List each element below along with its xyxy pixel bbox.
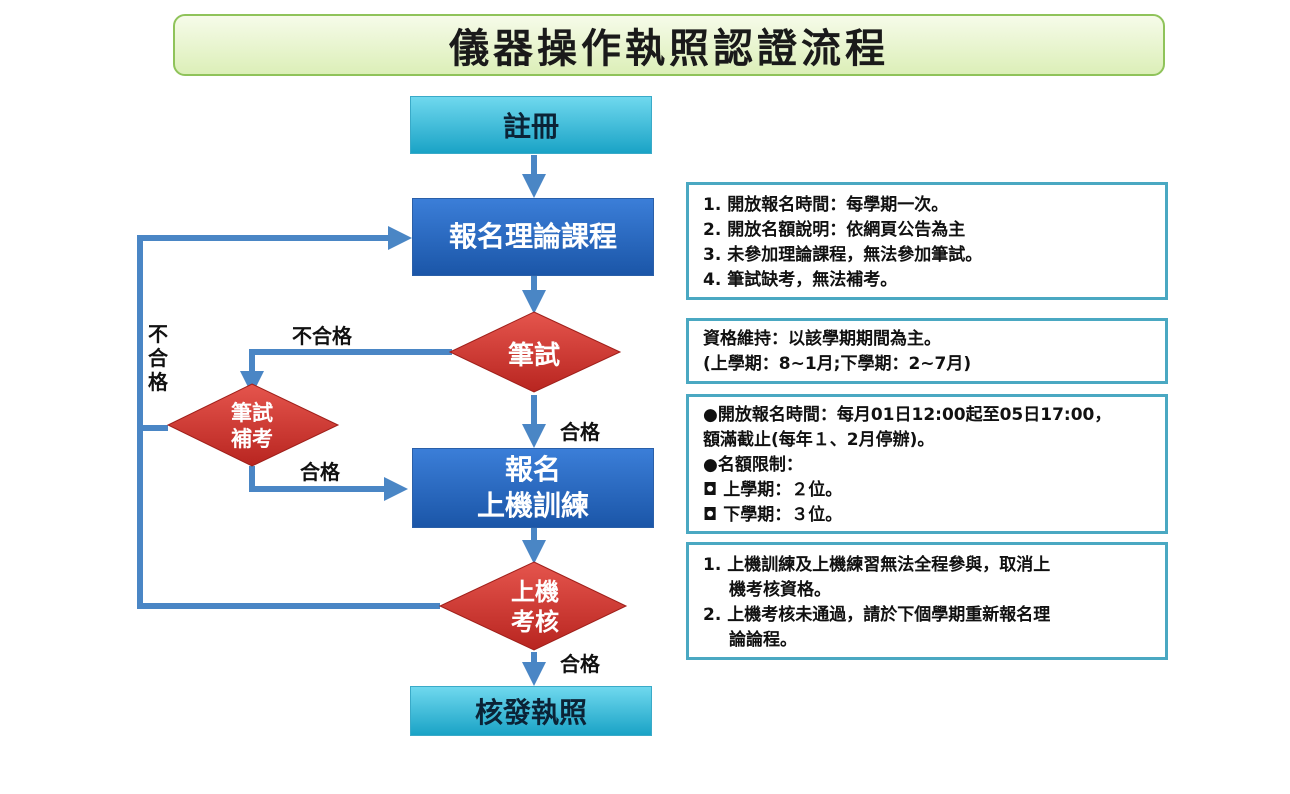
info-line: 1. 開放報名時間：每學期一次。 <box>703 195 949 215</box>
diamond-written-label: 筆試 <box>507 340 560 371</box>
edge-label-makeup-fail-char: 合 <box>148 346 168 370</box>
edge-label-written-fail: 不合格 <box>292 324 352 348</box>
diamond-makeup-label: 筆試 補考 <box>200 398 304 454</box>
diamond-practical-line1: 上機 <box>511 578 559 606</box>
info-line: 2. 上機考核未通過，請於下個學期重新報名理 <box>703 605 1051 625</box>
diamond-practical-line2: 考核 <box>511 608 559 636</box>
arrow-written-fail-to-makeup <box>240 349 452 395</box>
edge-label-makeup-pass: 合格 <box>300 460 340 484</box>
diamond-makeup-line1: 筆試 <box>231 401 273 425</box>
node-license: 核發執照 <box>410 686 652 736</box>
info-line: (上學期：8~1月;下學期：2~7月) <box>703 354 972 374</box>
info-line: 額滿截止(每年１、2月停辦)。 <box>703 430 935 450</box>
arrow-makeup-fail-to-theory <box>137 226 412 431</box>
node-register: 註冊 <box>410 96 652 154</box>
diamond-practical <box>438 561 628 651</box>
edge-label-written-pass: 合格 <box>560 420 600 444</box>
node-register-label: 註冊 <box>502 110 559 143</box>
node-training-line2: 上機訓練 <box>476 489 589 522</box>
node-training: 報名 上機訓練 <box>412 448 654 528</box>
info-line: 資格維持：以該學期期間為主。 <box>703 329 941 349</box>
page-title: 儀器操作執照認證流程 <box>449 26 889 72</box>
node-training-line1: 報名 <box>504 453 561 486</box>
edge-label-practical-pass: 合格 <box>560 652 600 676</box>
info-line: 1. 上機訓練及上機練習無法全程參與，取消上 <box>703 555 1051 575</box>
info-line: 機考核資格。 <box>729 580 831 600</box>
diamond-makeup-line2: 補考 <box>231 427 273 451</box>
line-practical-fail <box>137 420 440 609</box>
info-line: ●開放報名時間：每月01日12:00起至05日17:00， <box>703 405 1112 425</box>
diamond-makeup <box>166 383 340 467</box>
info-box-training: ●開放報名時間：每月01日12:00起至05日17:00， 額滿截止(每年１、2… <box>686 394 1168 534</box>
edge-label-makeup-fail-char: 不 <box>148 322 168 346</box>
info-line: 4. 筆試缺考，無法補考。 <box>703 270 898 290</box>
info-line: ◘ 下學期：３位。 <box>703 505 843 525</box>
info-box-practical: 1. 上機訓練及上機練習無法全程參與，取消上 機考核資格。 2. 上機考核未通過… <box>686 542 1168 660</box>
edge-label-makeup-fail: 不 合 格 <box>148 322 168 394</box>
info-box-theory: 1. 開放報名時間：每學期一次。 2. 開放名額說明：依網頁公告為主 3. 未參… <box>686 182 1168 300</box>
info-line: ◘ 上學期：２位。 <box>703 480 843 500</box>
node-theory-course: 報名理論課程 <box>412 198 654 276</box>
info-line: ●名額限制： <box>703 455 803 475</box>
info-line: 3. 未參加理論課程，無法參加筆試。 <box>703 245 983 265</box>
diamond-written <box>448 311 622 393</box>
arrow-makeup-pass-to-training <box>249 466 408 501</box>
info-box-written: 資格維持：以該學期期間為主。 (上學期：8~1月;下學期：2~7月) <box>686 318 1168 384</box>
node-license-label: 核發執照 <box>474 696 587 729</box>
title-banner: 儀器操作執照認證流程 <box>173 14 1165 76</box>
diamond-practical-label: 上機 考核 <box>480 576 590 638</box>
info-line: 2. 開放名額說明：依網頁公告為主 <box>703 220 966 240</box>
info-line: 論論程。 <box>729 630 797 650</box>
edge-label-makeup-fail-char: 格 <box>148 370 168 394</box>
node-theory-label: 報名理論課程 <box>448 220 617 253</box>
